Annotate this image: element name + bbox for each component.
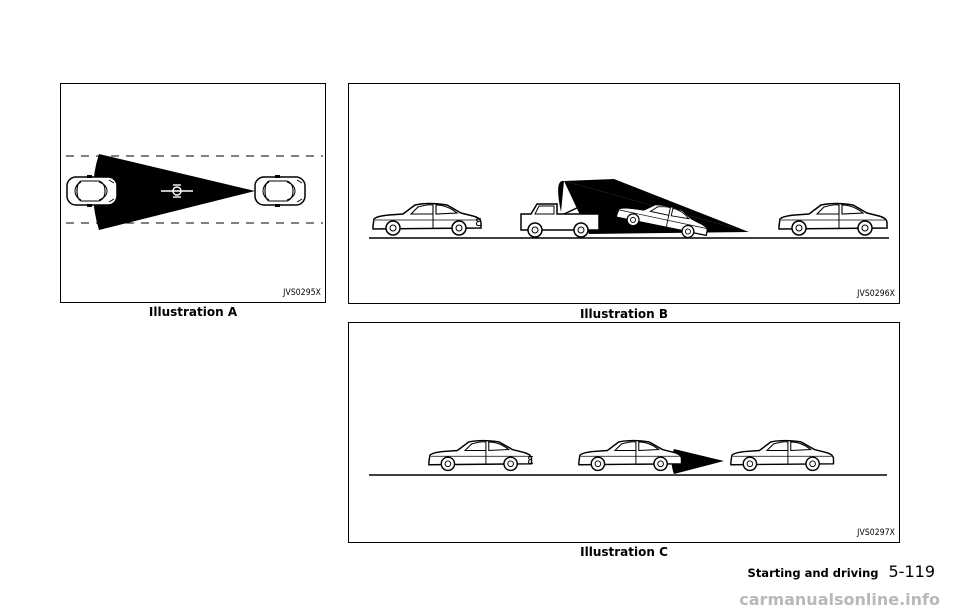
illustration-a-caption: Illustration A bbox=[148, 305, 238, 319]
illustration-b-figure: ℇ bbox=[369, 179, 889, 242]
illustration-b-caption: Illustration B bbox=[579, 307, 669, 321]
car-side-icon bbox=[578, 439, 683, 472]
car-side-icon bbox=[778, 202, 888, 236]
radar-beam bbox=[671, 449, 724, 474]
page-footer: Starting and driving 5-119 bbox=[748, 562, 935, 581]
car-side-icon bbox=[730, 439, 835, 472]
illustration-c-figure: ℇ bbox=[369, 439, 887, 476]
car-top-view-icon bbox=[254, 174, 306, 208]
watermark: carmanualsonline.info bbox=[739, 590, 940, 609]
car-side-icon bbox=[428, 439, 533, 472]
figure-code: JVS0295X bbox=[283, 288, 321, 298]
sensor-icon: ℇ bbox=[475, 216, 482, 229]
illustration-a-panel: JVS0295X bbox=[60, 83, 326, 303]
illustration-c-caption: Illustration C bbox=[580, 545, 668, 559]
figure-code: JVS0296X bbox=[857, 289, 895, 299]
section-title: Starting and driving bbox=[747, 566, 879, 580]
car-top-view-icon bbox=[66, 174, 118, 208]
illustration-a-figure bbox=[66, 154, 323, 230]
illustration-c-panel: ℇ JVS0297X bbox=[348, 322, 900, 543]
car-side-icon bbox=[372, 202, 482, 236]
page-number: 5-119 bbox=[888, 562, 936, 581]
figure-code: JVS0297X bbox=[857, 528, 895, 538]
illustration-b-panel: ℇ JVS0296X bbox=[348, 83, 900, 304]
tow-truck-icon bbox=[520, 191, 618, 238]
sensor-icon: ℇ bbox=[527, 454, 534, 467]
motorcycle-icon bbox=[161, 184, 193, 198]
radar-beam bbox=[93, 154, 255, 230]
